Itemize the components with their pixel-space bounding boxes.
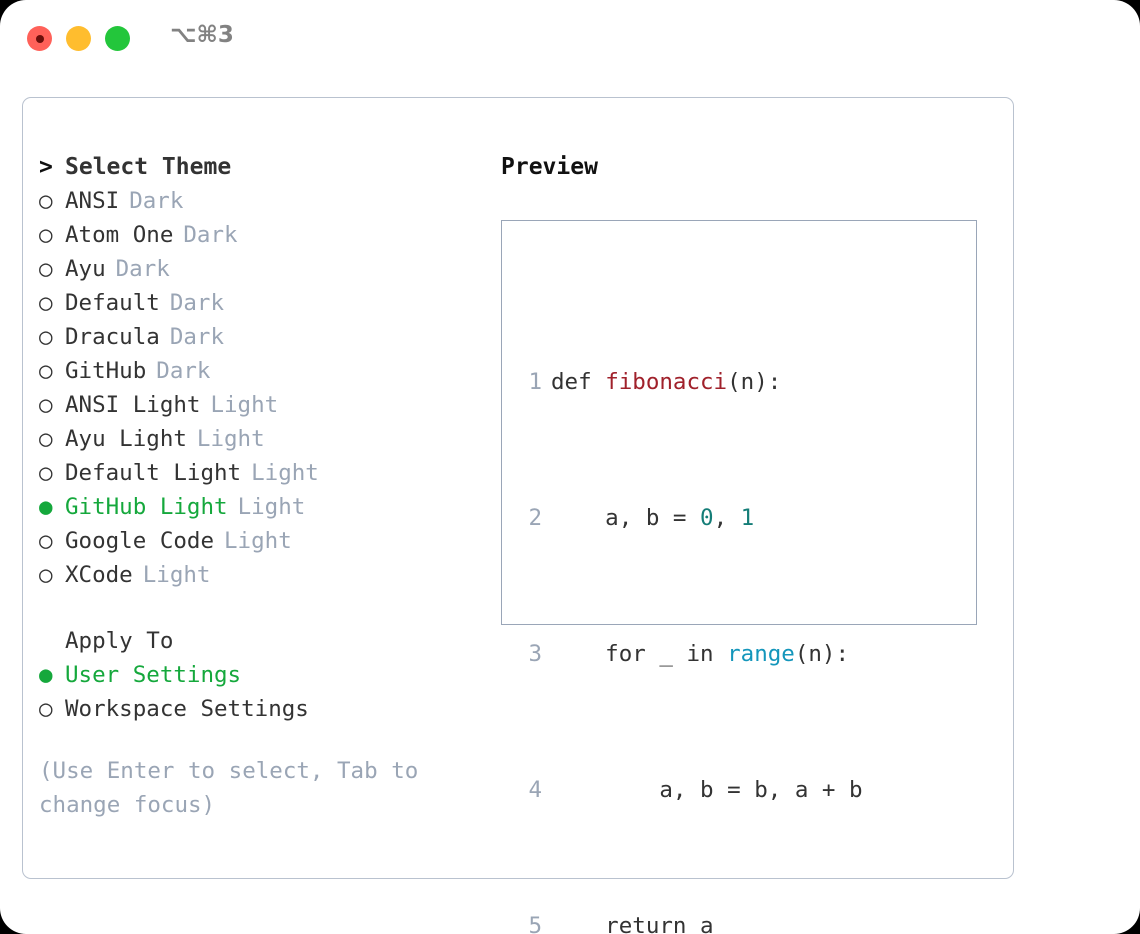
caret-icon: >: [39, 154, 53, 180]
radio-icon[interactable]: ○: [39, 392, 53, 418]
close-button-icon[interactable]: [27, 26, 52, 51]
theme-item-label: GitHub: [65, 358, 147, 384]
theme-item-tag: Light: [251, 460, 319, 486]
code-line: 2 a, b = 0, 1: [516, 501, 890, 535]
radio-icon[interactable]: ○: [39, 290, 53, 316]
theme-item-ansi-dark[interactable]: ○ ANSI Dark: [39, 184, 489, 218]
line-number: 2: [528, 505, 542, 531]
line-number: 1: [528, 369, 542, 395]
list-spacer: [39, 592, 489, 624]
theme-item-label: Ayu Light: [65, 426, 187, 452]
code-token: a, b =: [551, 505, 701, 531]
select-theme-header-label: Select Theme: [65, 154, 232, 180]
theme-item-tag: Light: [237, 494, 306, 520]
theme-item-label: Default Light: [65, 460, 242, 486]
radio-icon[interactable]: ○: [39, 528, 53, 554]
apply-to-item-label: Workspace Settings: [65, 696, 309, 722]
radio-icon[interactable]: ○: [39, 696, 53, 722]
shortcut-label: ⌥⌘3: [170, 22, 234, 48]
code-token-builtin: range: [727, 641, 795, 667]
minimize-button-icon[interactable]: [66, 26, 91, 51]
theme-item-tag: Light: [210, 392, 279, 418]
theme-item-label: ANSI: [65, 188, 120, 214]
theme-item-dracula-dark[interactable]: ○ Dracula Dark: [39, 320, 489, 354]
radio-icon[interactable]: ○: [39, 222, 53, 248]
theme-item-ayu-light[interactable]: ○ Ayu Light Light: [39, 422, 489, 456]
apply-to-header: Apply To: [65, 628, 174, 654]
radio-icon-selected[interactable]: ●: [39, 662, 53, 688]
theme-item-tag: Dark: [156, 358, 211, 384]
theme-item-tag: Dark: [183, 222, 238, 248]
theme-item-ansi-light[interactable]: ○ ANSI Light Light: [39, 388, 489, 422]
theme-item-label: Google Code: [65, 528, 215, 554]
radio-icon[interactable]: ○: [39, 358, 53, 384]
code-line: 4 a, b = b, a + b: [516, 773, 890, 807]
theme-item-xcode-light[interactable]: ○ XCode Light: [39, 558, 489, 592]
code-token: a, b = b, a + b: [551, 777, 863, 803]
line-number: 4: [528, 777, 542, 803]
apply-to-item-label: User Settings: [65, 662, 242, 688]
code-line: 1 def fibonacci(n):: [516, 365, 890, 399]
radio-icon-selected[interactable]: ●: [39, 494, 53, 520]
theme-item-google-code-light[interactable]: ○ Google Code Light: [39, 524, 489, 558]
code-token: (n):: [794, 641, 850, 667]
theme-item-github-light[interactable]: ● GitHub Light Light: [39, 490, 489, 524]
window-controls: [27, 26, 130, 51]
theme-item-label: Dracula: [65, 324, 160, 350]
line-number: 3: [528, 641, 542, 667]
theme-item-tag: Light: [224, 528, 292, 554]
theme-item-github-dark[interactable]: ○ GitHub Dark: [39, 354, 489, 388]
theme-item-label: ANSI Light: [65, 392, 201, 418]
theme-item-tag: Dark: [169, 324, 225, 350]
apply-to-item-workspace-settings[interactable]: ○ Workspace Settings: [39, 692, 489, 726]
code-token: (n):: [727, 369, 782, 395]
select-theme-header: > Select Theme: [39, 150, 489, 184]
theme-item-label: Atom One: [65, 222, 174, 248]
title-bar: ⌥⌘3: [0, 0, 1140, 78]
theme-item-tag: Light: [196, 426, 265, 452]
code-token-number: 0: [700, 505, 714, 531]
theme-item-tag: Dark: [115, 256, 170, 282]
code-token: for _ in: [551, 641, 728, 667]
theme-item-tag: Light: [142, 562, 211, 588]
theme-item-tag: Dark: [129, 188, 184, 214]
code-line: 5 return a: [516, 909, 890, 934]
theme-item-default-light[interactable]: ○ Default Light Light: [39, 456, 489, 490]
apply-to-item-user-settings[interactable]: ● User Settings: [39, 658, 489, 692]
radio-icon[interactable]: ○: [39, 460, 53, 486]
theme-item-default-dark[interactable]: ○ Default Dark: [39, 286, 489, 320]
radio-icon[interactable]: ○: [39, 188, 53, 214]
radio-icon[interactable]: ○: [39, 256, 53, 282]
theme-item-ayu-dark[interactable]: ○ Ayu Dark: [39, 252, 489, 286]
radio-icon[interactable]: ○: [39, 562, 53, 588]
code-token-function: fibonacci: [605, 369, 728, 395]
code-token: def: [551, 369, 606, 395]
radio-icon[interactable]: ○: [39, 426, 53, 452]
code-token: ,: [713, 505, 741, 531]
zoom-button-icon[interactable]: [105, 26, 130, 51]
code-token: return a: [551, 913, 714, 934]
theme-item-label: GitHub Light: [65, 494, 228, 520]
radio-icon[interactable]: ○: [39, 324, 53, 350]
theme-item-atom-one-dark[interactable]: ○ Atom One Dark: [39, 218, 489, 252]
code-line: 3 for _ in range(n):: [516, 637, 890, 671]
code-token-number: 1: [740, 505, 755, 531]
line-number: 5: [528, 913, 542, 934]
theme-item-label: XCode: [65, 562, 133, 588]
preview-title: Preview: [501, 154, 598, 180]
theme-item-label: Default: [65, 290, 160, 316]
theme-item-tag: Dark: [169, 290, 225, 316]
keyboard-hint-text: (Use Enter to select, Tab to change focu…: [39, 758, 419, 818]
theme-item-label: Ayu: [65, 256, 106, 282]
